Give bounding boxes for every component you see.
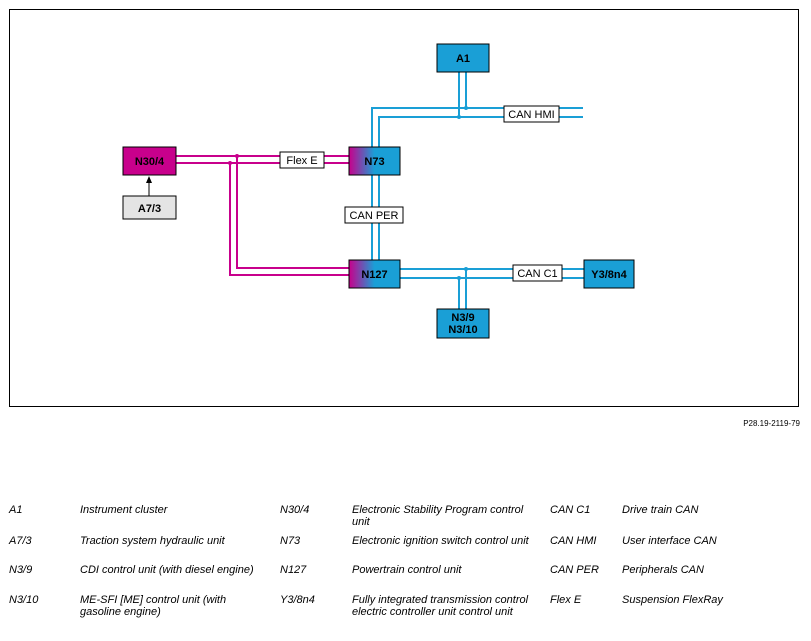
legend-desc: Instrument cluster (80, 504, 168, 516)
bus-junction (457, 276, 461, 280)
node-y3-8n4: Y3/8n4 (583, 259, 635, 289)
svg-text:Flex E: Flex E (286, 155, 317, 167)
svg-text:N3/9: N3/9 (451, 312, 474, 324)
legend-code: CAN C1 (550, 504, 591, 516)
network-diagram: CAN HMI Flex E CAN PER CAN C1 A1 N30/4 A… (122, 43, 635, 339)
diagram-frame: CAN HMI Flex E CAN PER CAN C1 A1 N30/4 A… (9, 9, 799, 407)
legend-code: Flex E (550, 594, 582, 606)
legend-desc: User interface CAN (622, 535, 717, 547)
node-a1: A1 (436, 43, 490, 73)
figure-reference: P28.19-2119-79 (743, 419, 800, 428)
svg-text:Y3/8n4: Y3/8n4 (591, 269, 627, 281)
flex-e-bus (176, 155, 349, 276)
can-c1-label: CAN C1 (512, 264, 563, 282)
node-n127: N127 (348, 259, 401, 289)
can-per-label: CAN PER (344, 206, 404, 224)
svg-text:CAN PER: CAN PER (350, 210, 399, 222)
legend-desc: CDI control unit (with diesel engine) (80, 564, 254, 576)
legend-code: CAN HMI (550, 535, 597, 547)
legend-code: Y3/8n4 (280, 594, 315, 606)
svg-text:A1: A1 (456, 53, 470, 65)
legend-desc: Electronic ignition switch control unit (352, 535, 529, 547)
node-a7-3: A7/3 (122, 195, 177, 220)
legend-desc: ME-SFI [ME] control unit (with gasoline … (80, 594, 227, 618)
legend-desc: Powertrain control unit (352, 564, 462, 576)
legend-code: N73 (280, 535, 301, 547)
legend-desc: Peripherals CAN (622, 564, 704, 576)
legend-code: N30/4 (280, 504, 310, 516)
node-n3-9-n3-10: N3/9 N3/10 (436, 308, 490, 339)
svg-text:A7/3: A7/3 (138, 203, 161, 215)
legend-code: N3/9 (9, 564, 33, 576)
legend-desc: Suspension FlexRay (622, 594, 723, 606)
svg-text:N73: N73 (364, 156, 384, 168)
bus-junction (464, 106, 468, 110)
legend-code: N3/10 (9, 594, 39, 606)
legend-code: N127 (280, 564, 307, 576)
svg-text:CAN C1: CAN C1 (517, 268, 557, 280)
hydraulic-link-arrow (146, 176, 152, 196)
legend-desc: Fully integrated transmission control el… (352, 594, 529, 618)
node-n73: N73 (348, 146, 401, 176)
svg-text:N3/10: N3/10 (448, 324, 477, 336)
legend-desc: Drive train CAN (622, 504, 699, 516)
flex-e-label: Flex E (279, 151, 325, 169)
can-hmi-label: CAN HMI (503, 105, 560, 123)
bus-junction (457, 115, 461, 119)
legend-code: A1 (9, 504, 23, 516)
bus-junction (228, 161, 232, 165)
bus-junction (235, 154, 239, 158)
svg-text:N127: N127 (361, 269, 387, 281)
legend-desc: Traction system hydraulic unit (80, 535, 225, 547)
node-n30-4: N30/4 (122, 146, 177, 176)
svg-text:CAN HMI: CAN HMI (508, 109, 554, 121)
legend-code: CAN PER (550, 564, 599, 576)
bus-junction (464, 267, 468, 271)
legend-code: A7/3 (9, 535, 32, 547)
legend-desc: Electronic Stability Program control uni… (352, 504, 524, 528)
svg-text:N30/4: N30/4 (135, 156, 165, 168)
